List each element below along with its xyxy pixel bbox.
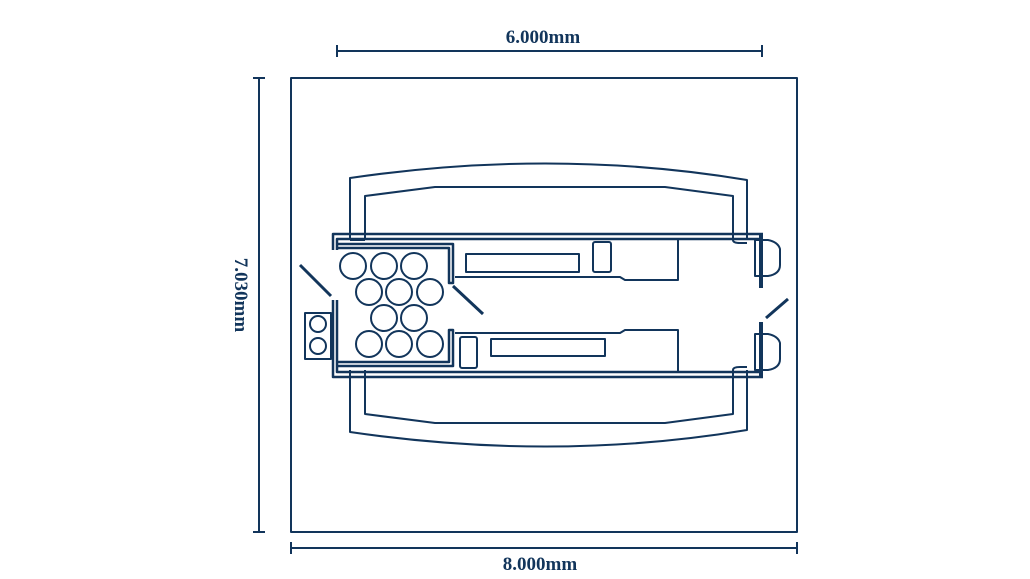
tank [416, 278, 444, 306]
stern-seats [754, 239, 781, 371]
tank-cluster [339, 252, 444, 358]
height-dimension-label: 7.030mm [230, 257, 251, 333]
small-tank-box [304, 312, 332, 360]
tank [385, 330, 413, 358]
lower-bench [455, 329, 679, 372]
bottom-outrigger [349, 366, 748, 448]
tank [400, 252, 428, 280]
bottom-dimension-line [290, 542, 798, 554]
site-boundary [290, 77, 798, 533]
tank [416, 330, 444, 358]
doors [298, 263, 789, 320]
top-dimension-label: 6.000mm [505, 27, 581, 48]
tank [355, 330, 383, 358]
upper-bench [455, 238, 679, 281]
tank [400, 304, 428, 332]
left-dimension-line [253, 77, 265, 533]
bottom-dimension-label: 8.000mm [502, 554, 578, 575]
top-dimension-line [336, 45, 763, 57]
tank [339, 252, 367, 280]
hull-walls [331, 232, 763, 379]
tank [370, 304, 398, 332]
tank [370, 252, 398, 280]
tank [385, 278, 413, 306]
tank [355, 278, 383, 306]
top-outrigger [349, 162, 748, 244]
